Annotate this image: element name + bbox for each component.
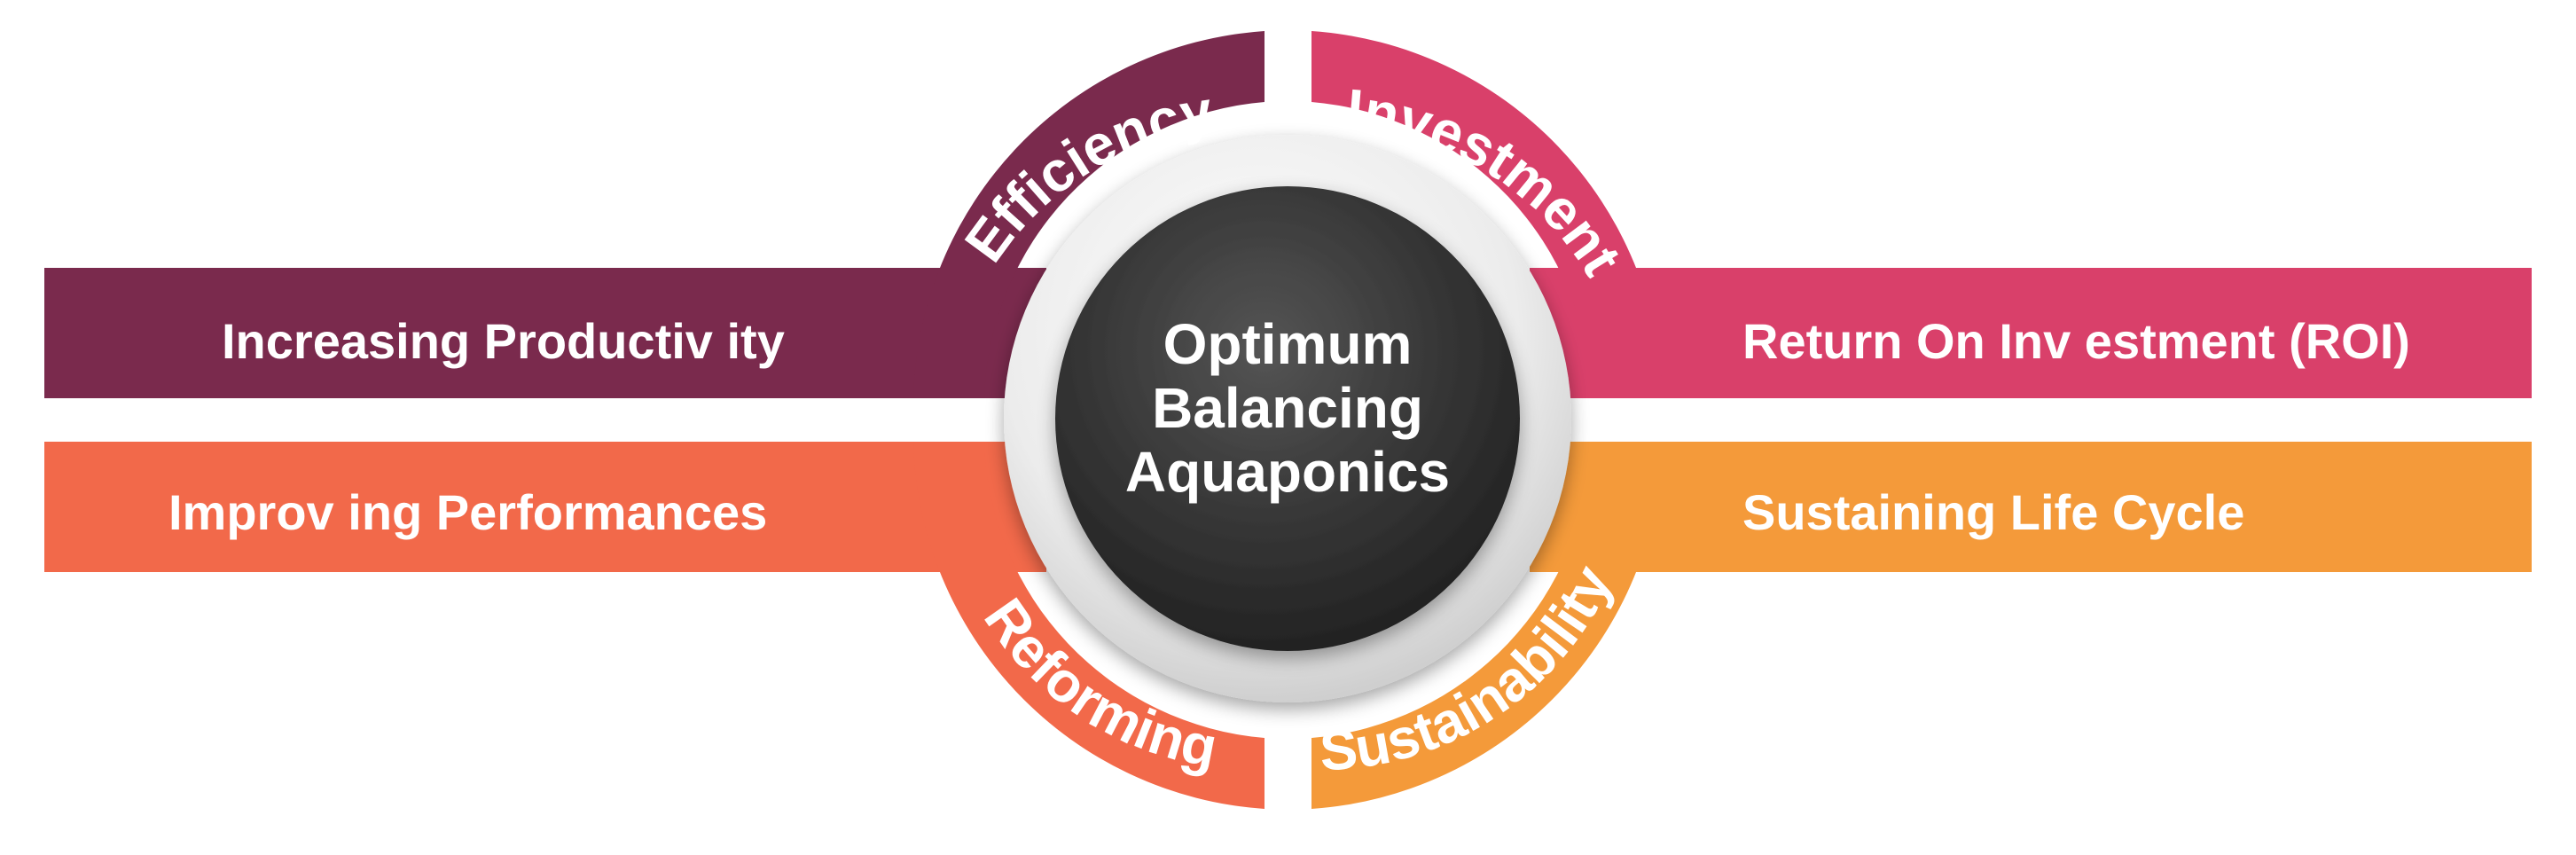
bar-sustainability xyxy=(1530,442,2532,572)
bar-efficiency xyxy=(44,268,1046,398)
sector-reforming xyxy=(913,442,1265,809)
bar-investment xyxy=(1530,268,2532,398)
bar-label-sustainability: Sustaining Life Cycle xyxy=(1742,484,2244,540)
center-line-1: Optimum xyxy=(1163,312,1413,376)
sector-sustainability xyxy=(1311,442,1663,809)
bar-reforming xyxy=(44,442,1046,572)
sector-investment xyxy=(1311,31,1663,398)
center-line-3: Aquaponics xyxy=(1125,440,1450,504)
sector-efficiency xyxy=(913,31,1265,398)
center-line-2: Balancing xyxy=(1152,376,1423,440)
bar-label-efficiency: Increasing Productiv ity xyxy=(222,313,785,369)
center-hub xyxy=(1055,186,1520,651)
bar-label-investment: Return On Inv estment (ROI) xyxy=(1742,313,2410,369)
bar-label-reforming: Improv ing Performances xyxy=(168,484,767,540)
